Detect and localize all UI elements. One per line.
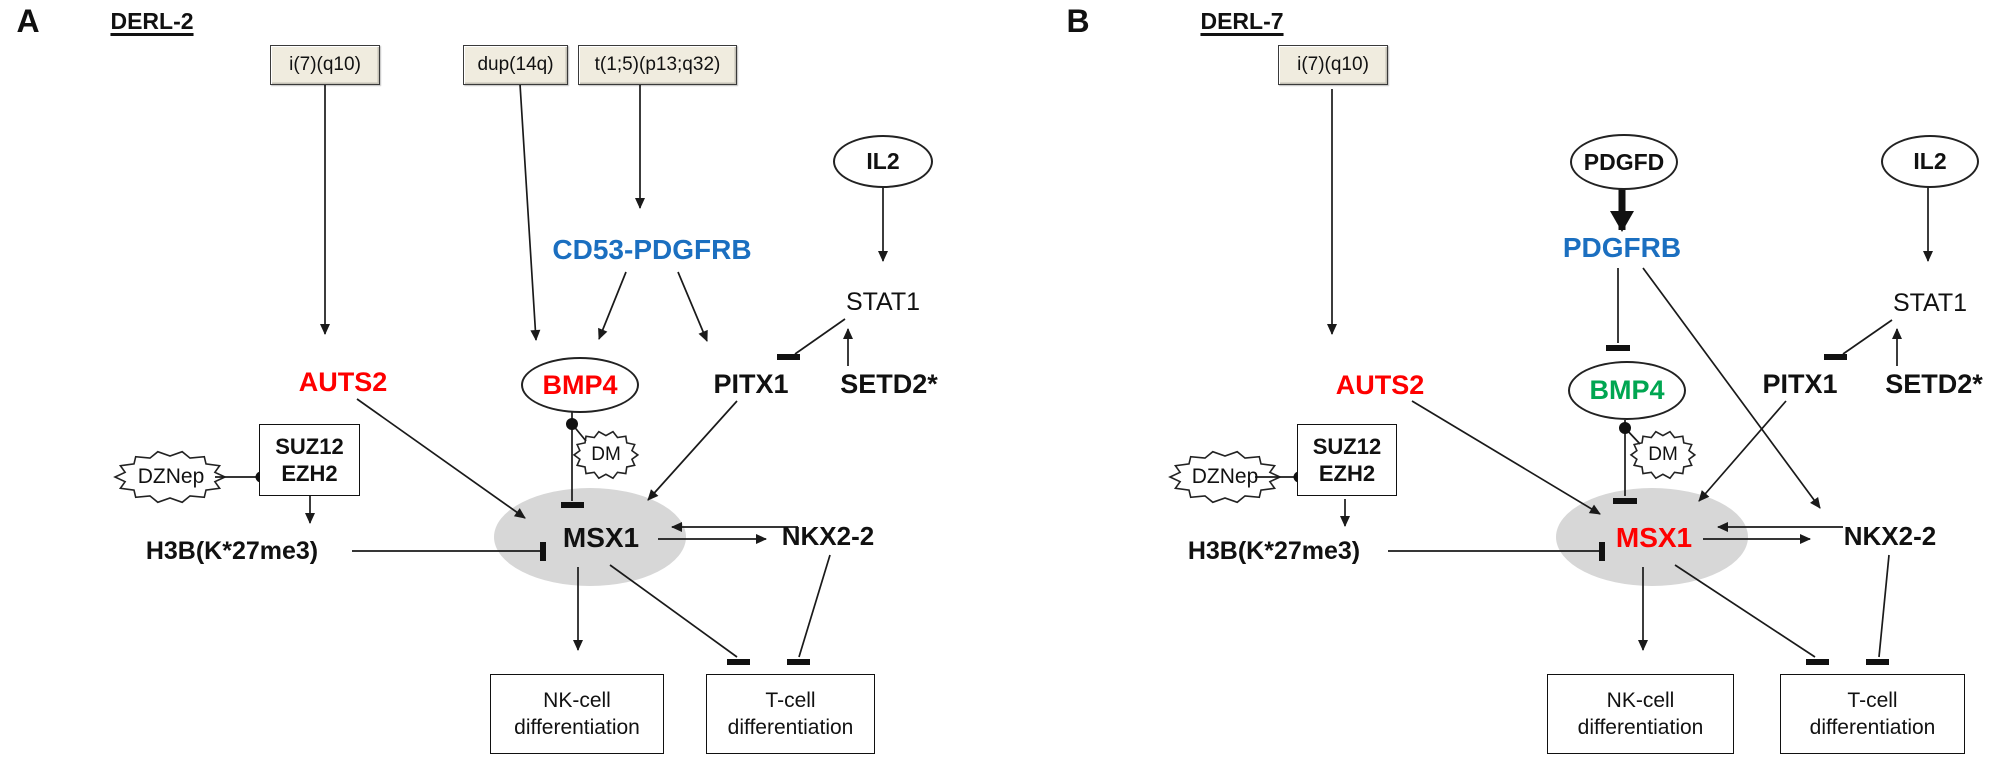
gene-bmp4-b: BMP4 bbox=[1589, 375, 1665, 406]
gene-il2-b: IL2 bbox=[1913, 148, 1947, 175]
dm-label-a: DM bbox=[591, 444, 621, 466]
panel-b-title: DERL-7 bbox=[1200, 7, 1284, 34]
msx1-highlight-ellipse-a bbox=[494, 488, 686, 586]
panel-b-label: B bbox=[1066, 3, 1090, 40]
nk-cell-differentiation-box-a: NK-cell differentiation bbox=[490, 674, 664, 754]
edge-auts2-msx1-b bbox=[1411, 400, 1601, 515]
il2-ellipse-b: IL2 bbox=[1881, 135, 1979, 188]
gene-suz12-b: SUZ12 bbox=[1312, 433, 1382, 459]
msx1-highlight-ellipse-b bbox=[1556, 488, 1748, 586]
edge-dup14q-bmp4 bbox=[519, 83, 541, 341]
gene-bmp4-a: BMP4 bbox=[542, 369, 618, 400]
gene-nkx22-b: NKX2-2 bbox=[1843, 521, 1937, 552]
edge-nkx22-tcell-b bbox=[1878, 554, 1890, 658]
edge-fusion-pitx1 bbox=[677, 271, 708, 342]
pdgfd-ellipse: PDGFD bbox=[1570, 134, 1678, 190]
gene-il2-a: IL2 bbox=[866, 148, 900, 175]
il2-ellipse-a: IL2 bbox=[833, 135, 933, 188]
gene-cd53-pdgfrb: CD53-PDGFRB bbox=[552, 234, 752, 266]
gene-stat1-b: STAT1 bbox=[1892, 288, 1968, 317]
gene-pdgfd: PDGFD bbox=[1583, 148, 1665, 175]
edge-pitx1-msx1-a bbox=[647, 400, 738, 501]
gene-suz12-a: SUZ12 bbox=[275, 433, 344, 459]
dm-label-b: DM bbox=[1648, 444, 1678, 466]
t-cell-line2-a: differentiation bbox=[727, 716, 854, 739]
t-cell-line1-b: T-cell bbox=[1847, 688, 1898, 712]
bmp4-ellipse-b: BMP4 bbox=[1568, 361, 1686, 420]
aberration-box-dup14q: dup(14q) bbox=[463, 45, 568, 85]
dznep-label-b: DZNep bbox=[1191, 464, 1259, 488]
dznep-label-a: DZNep bbox=[137, 464, 205, 488]
gene-msx1-b: MSX1 bbox=[1615, 522, 1693, 554]
t-cell-differentiation-box-b: T-cell differentiation bbox=[1780, 674, 1965, 754]
edge-pitx1-msx1-b bbox=[1698, 400, 1787, 502]
gene-pdgfrb: PDGFRB bbox=[1562, 232, 1682, 264]
prc2-box-a: SUZ12 EZH2 bbox=[259, 424, 360, 496]
edge-stat1-pitx1-a bbox=[794, 318, 846, 355]
gene-auts2-a: AUTS2 bbox=[298, 366, 388, 397]
nk-cell-line1-b: NK-cell bbox=[1606, 688, 1675, 712]
bmp4-ellipse-a: BMP4 bbox=[521, 357, 639, 413]
nk-cell-differentiation-box-b: NK-cell differentiation bbox=[1547, 674, 1734, 754]
t-cell-line1-a: T-cell bbox=[765, 688, 816, 712]
gene-pitx1-b: PITX1 bbox=[1762, 368, 1838, 399]
t-cell-line2-b: differentiation bbox=[1809, 716, 1936, 739]
gene-setd2-b: SETD2* bbox=[1885, 368, 1983, 399]
edge-nkx22-tcell-a bbox=[798, 554, 831, 658]
gene-h3b-b: H3B(K*27me3) bbox=[1187, 536, 1361, 565]
edge-pdgfrb-nkx22-b bbox=[1642, 267, 1821, 509]
edge-auts2-msx1-a bbox=[356, 398, 526, 519]
gene-ezh2-a: EZH2 bbox=[281, 461, 338, 486]
aberration-box-i7q10-b: i(7)(q10) bbox=[1278, 45, 1388, 85]
prc2-box-b: SUZ12 EZH2 bbox=[1297, 424, 1397, 496]
dot-bmp4-dm-a bbox=[566, 418, 578, 430]
gene-h3b-a: H3B(K*27me3) bbox=[145, 536, 319, 565]
gene-nkx22-a: NKX2-2 bbox=[781, 521, 875, 552]
edge-msx1-tcell-a bbox=[609, 564, 738, 658]
edge-fusion-bmp4 bbox=[598, 271, 627, 340]
gene-pitx1-a: PITX1 bbox=[713, 368, 789, 399]
t-cell-differentiation-box-a: T-cell differentiation bbox=[706, 674, 875, 754]
nk-cell-line1-a: NK-cell bbox=[543, 688, 611, 712]
dot-bmp4-dm-b bbox=[1619, 422, 1631, 434]
gene-setd2-a: SETD2* bbox=[840, 368, 938, 399]
gene-auts2-b: AUTS2 bbox=[1335, 369, 1425, 400]
edge-msx1-tcell-b bbox=[1674, 564, 1816, 658]
panel-a-title: DERL-2 bbox=[110, 7, 194, 34]
nk-cell-line2-b: differentiation bbox=[1577, 716, 1704, 739]
gene-msx1-a: MSX1 bbox=[562, 522, 640, 554]
aberration-box-i7q10-a: i(7)(q10) bbox=[270, 45, 380, 85]
gene-stat1-a: STAT1 bbox=[845, 287, 921, 316]
nk-cell-line2-a: differentiation bbox=[514, 716, 640, 739]
gene-ezh2-b: EZH2 bbox=[1318, 461, 1376, 486]
edge-stat1-pitx1-b bbox=[1842, 319, 1893, 355]
panel-a-label: A bbox=[16, 3, 40, 40]
aberration-box-t15: t(1;5)(p13;q32) bbox=[578, 45, 737, 85]
